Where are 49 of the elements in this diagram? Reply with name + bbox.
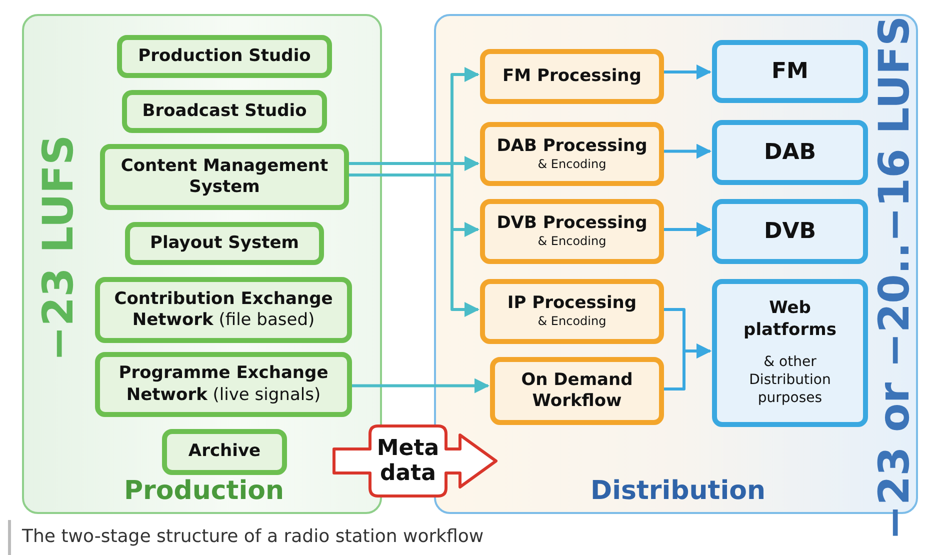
production-box [95, 277, 352, 343]
arrow [662, 222, 712, 237]
arrow [347, 156, 480, 171]
output-box [712, 279, 868, 427]
box-title: Programme Exchange Network (live signals) [118, 363, 330, 406]
box-title: DAB Processing [496, 136, 648, 157]
production-box [162, 429, 287, 475]
box-title: Playout System [150, 232, 299, 254]
processing-box [480, 199, 664, 264]
production-box [100, 144, 349, 210]
box-subtitle: & Encoding [538, 234, 606, 250]
box-title: FM [772, 58, 808, 86]
output-box [712, 120, 868, 185]
stage-title: Distribution [590, 476, 766, 506]
box-title: Content Management System [120, 156, 330, 198]
box-title: On Demand Workflow [520, 370, 634, 412]
box-title: IP Processing [507, 293, 637, 314]
stage-title: Production [124, 476, 284, 506]
box-title: DAB [764, 138, 816, 166]
box-title: Broadcast Studio [142, 100, 307, 122]
arrow [662, 344, 712, 390]
box-title: Web platforms [742, 298, 838, 341]
loudness-label: −23 LUFS [34, 134, 82, 362]
processing-box [480, 49, 664, 104]
arrow [350, 378, 490, 394]
box-subtitle: & Encoding [538, 156, 606, 172]
processing-box [490, 357, 664, 425]
box-title: DVB Processing [496, 213, 648, 234]
production-box [117, 35, 332, 78]
arrow-label: Meta data [376, 436, 440, 486]
production-box [122, 90, 327, 133]
output-box [712, 199, 868, 264]
box-title: FM Processing [502, 66, 642, 88]
caption: The two-stage structure of a radio station workflow [22, 526, 484, 547]
box-subtitle: & other Distribution purposes [748, 352, 832, 408]
box-title: Production Studio [138, 46, 311, 68]
arrow [662, 64, 712, 80]
loudness-label: −23 or −20..−16 LUFS [870, 16, 918, 540]
box-title: Archive [188, 441, 261, 463]
box-title: Contribution Exchange Network (file based) [113, 288, 334, 332]
box-subtitle: & Encoding [538, 314, 606, 330]
processing-box [480, 279, 664, 344]
box-title: DVB [764, 218, 816, 246]
production-box [95, 352, 352, 417]
arrow [662, 144, 712, 159]
metadata-arrow [330, 424, 500, 498]
output-box [712, 40, 868, 103]
production-box [125, 222, 324, 265]
processing-box [480, 122, 664, 186]
